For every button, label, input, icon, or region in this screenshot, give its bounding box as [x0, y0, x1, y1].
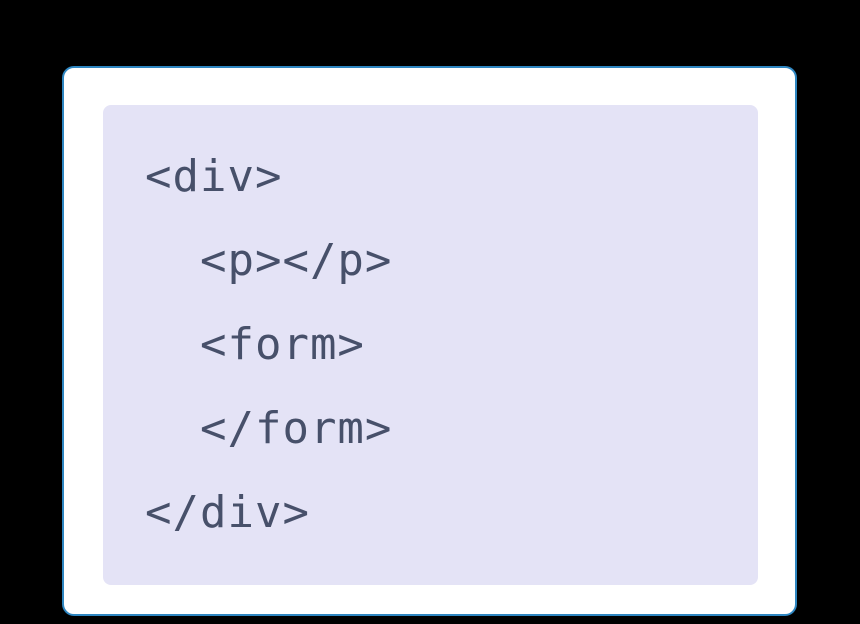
code-line-form-close: </form>	[145, 403, 393, 454]
code-line-form-open: <form>	[145, 319, 365, 370]
code-line-div-open: <div>	[145, 151, 283, 202]
code-card: <div> <p></p> <form> </form> </div>	[62, 66, 797, 616]
code-content: <div> <p></p> <form> </form> </div>	[145, 135, 758, 555]
code-block: <div> <p></p> <form> </form> </div>	[103, 105, 758, 585]
code-line-div-close: </div>	[145, 487, 310, 538]
code-line-p: <p></p>	[145, 235, 393, 286]
